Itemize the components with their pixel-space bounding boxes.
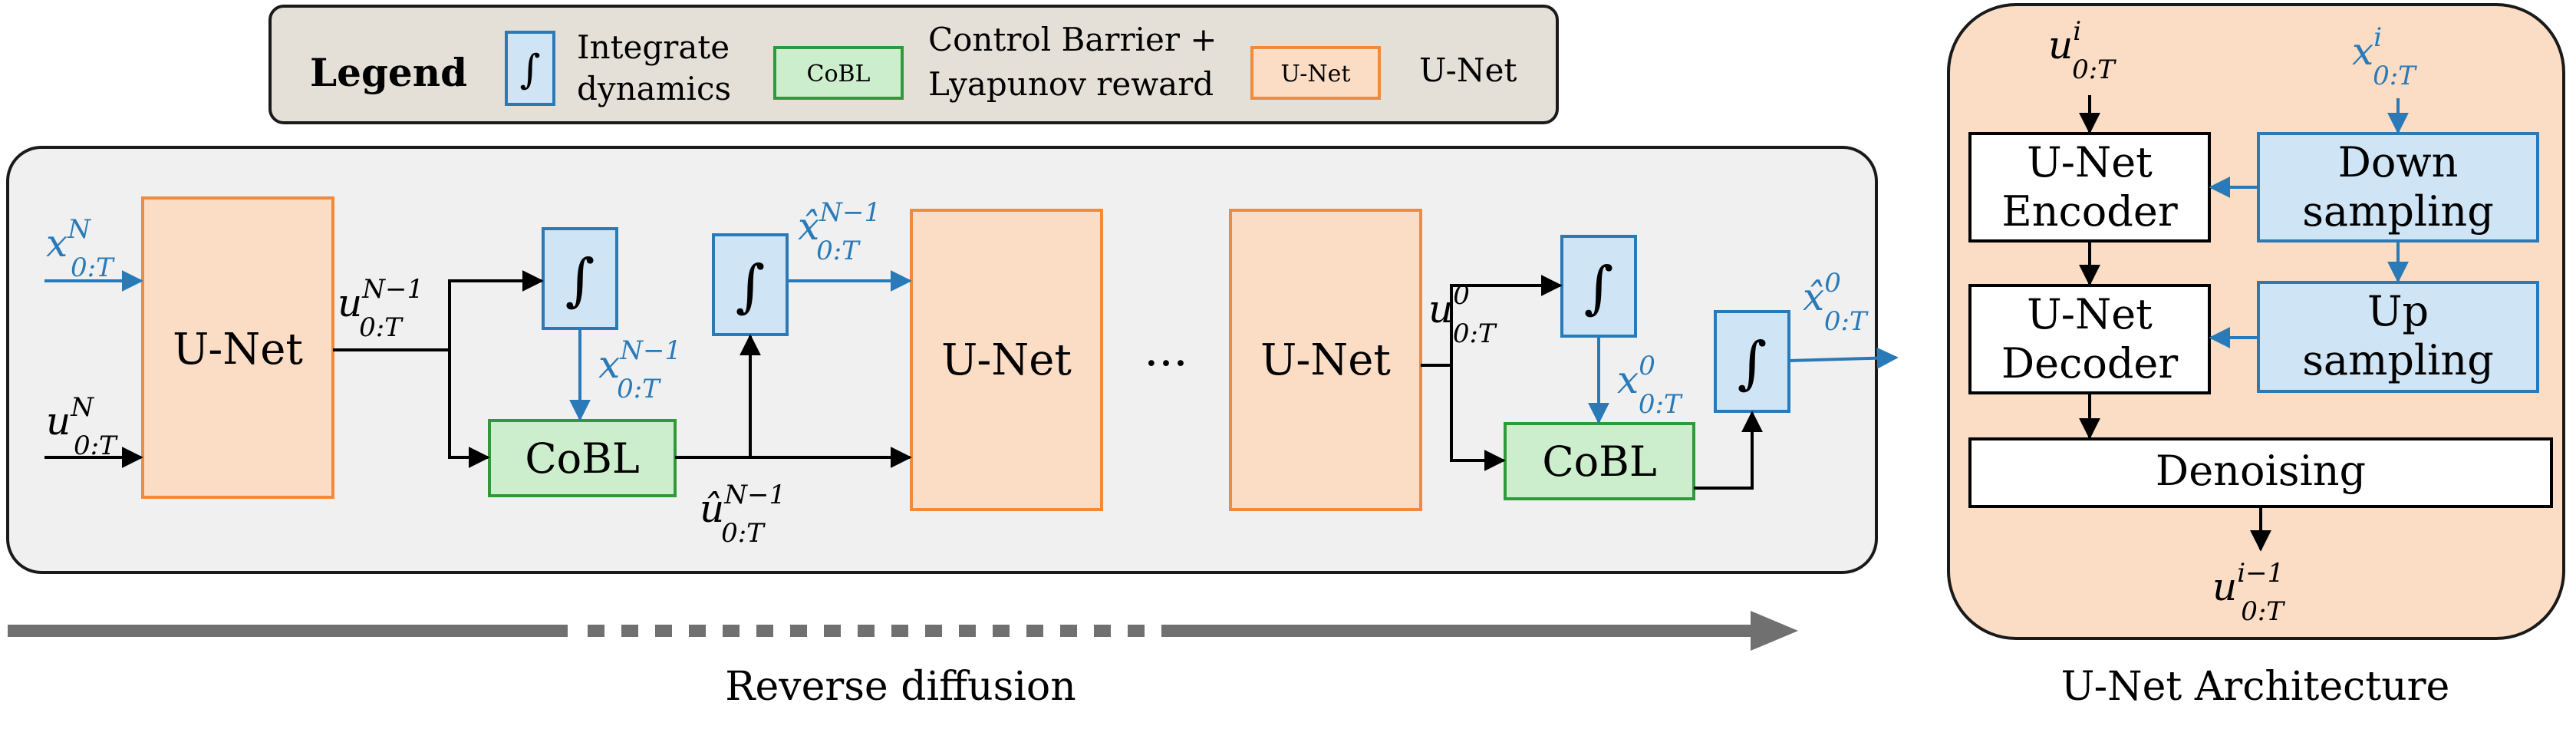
encoder-block xyxy=(1968,132,2211,242)
integrate-block-2-icon: ∫ xyxy=(736,253,766,319)
unet-block-2 xyxy=(910,209,1103,511)
integrate-block-1 xyxy=(542,227,618,330)
integrate-block-2 xyxy=(712,233,789,336)
arch-black-arrows xyxy=(2079,95,2271,552)
legend-cobl-label-2: Lyapunov reward xyxy=(928,65,1214,103)
decoder-label-1: U-Net xyxy=(2027,290,2153,338)
down-label-1: Down xyxy=(2338,138,2459,186)
unet-block-1 xyxy=(141,196,334,499)
branch-to-integrate-1 xyxy=(448,270,544,350)
unet-block-3-label: U-Net xyxy=(1260,335,1391,385)
branch-to-integrate-3 xyxy=(1450,275,1563,365)
caption-reverse-diffusion: Reverse diffusion xyxy=(725,664,1076,710)
cobl-block-1-label: CoBL xyxy=(525,434,639,483)
denoising-label: Denoising xyxy=(2156,447,2366,495)
legend: Legend : ∫ Integrate dynamics CoBL Contr… xyxy=(268,5,1559,124)
cobl2-to-integrate-4 xyxy=(1694,411,1763,490)
up-sampling-block xyxy=(2257,281,2539,393)
cobl-block-1 xyxy=(488,419,677,497)
encoder-label-1: U-Net xyxy=(2027,138,2153,186)
decoder-label-2: Decoder xyxy=(2001,339,2179,388)
legend-colon: : xyxy=(451,51,464,95)
legend-title: Legend xyxy=(310,50,467,95)
caption-unet-architecture: U-Net Architecture xyxy=(2061,664,2450,710)
integrate-block-3-icon: ∫ xyxy=(1584,255,1614,321)
integrate4-output xyxy=(1788,347,1899,369)
integrate-block-4-icon: ∫ xyxy=(1738,330,1767,396)
legend-unet-label: U-Net xyxy=(1419,51,1517,89)
legend-unet-box xyxy=(1250,46,1381,100)
unet-architecture-panel: U-Net Encoder U-Net Decoder Down samplin… xyxy=(1947,3,2565,640)
legend-cobl-box xyxy=(773,46,904,100)
integrate-block-4 xyxy=(1714,310,1790,413)
up-label-2: sampling xyxy=(2302,336,2494,384)
reverse-diffusion-arrow xyxy=(8,611,1798,651)
ellipsis: ··· xyxy=(1144,337,1188,391)
legend-unet-box-label: U-Net xyxy=(1281,61,1351,87)
unet-block-2-label: U-Net xyxy=(941,335,1072,385)
unet-block-3 xyxy=(1229,209,1422,511)
arch-blue-arrows xyxy=(2209,98,2409,348)
black-connections xyxy=(44,270,1763,490)
legend-cobl-label-1: Control Barrier + xyxy=(928,21,1217,58)
unet-block-1-label: U-Net xyxy=(173,325,303,374)
legend-integrate-label-2: dynamics xyxy=(577,70,731,107)
encoder-label-2: Encoder xyxy=(2001,187,2177,236)
branch-to-cobl-1 xyxy=(448,350,490,468)
blue-connections xyxy=(44,270,1899,424)
legend-cobl-box-label: CoBL xyxy=(807,61,871,87)
up-label-1: Up xyxy=(2367,287,2429,335)
cobl-block-2-label: CoBL xyxy=(1542,437,1656,486)
down-label-2: sampling xyxy=(2302,187,2494,236)
integrate-block-1-icon: ∫ xyxy=(565,247,595,313)
legend-frame xyxy=(268,5,1559,124)
legend-integrate-box xyxy=(505,31,555,106)
denoising-block xyxy=(1968,437,2553,508)
reverse-diffusion-panel: U-Net U-Net U-Net ··· ∫ ∫ ∫ ∫ CoBL CoBL xyxy=(6,146,1899,574)
legend-integrate-label-1: Integrate xyxy=(577,28,730,66)
legend-integral-icon: ∫ xyxy=(519,47,540,93)
branch-to-cobl-2 xyxy=(1450,365,1506,471)
